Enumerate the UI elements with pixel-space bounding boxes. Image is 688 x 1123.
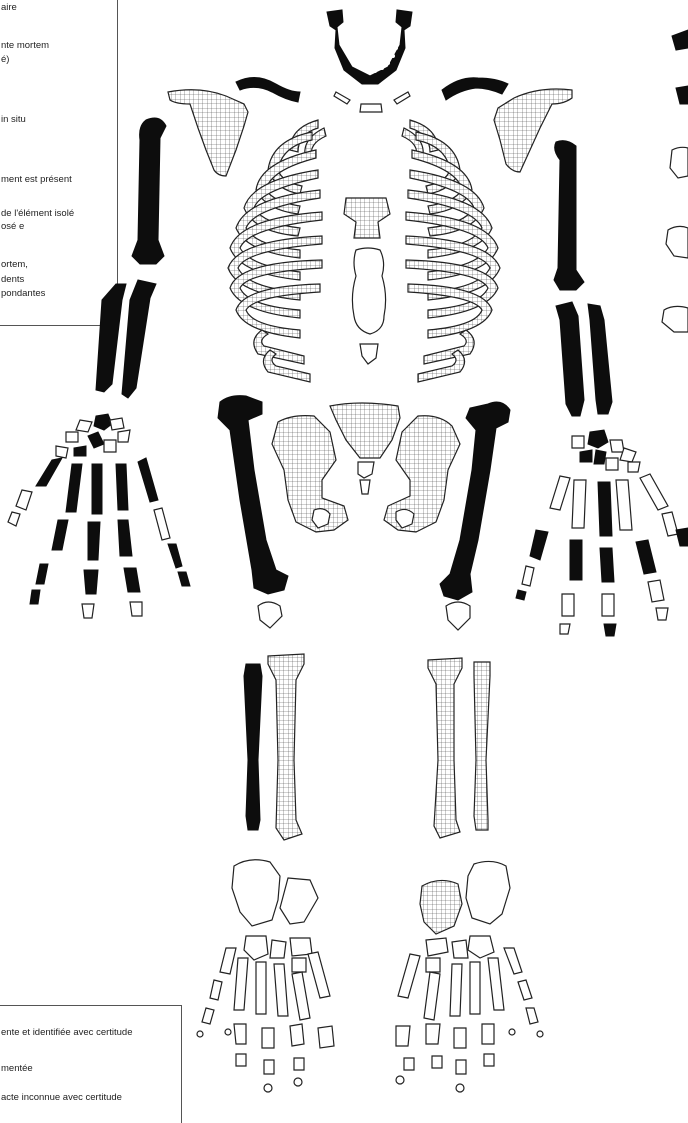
- sternum: [344, 198, 390, 364]
- hyoid-and-cervical: [334, 92, 410, 112]
- hand-right: [8, 414, 190, 618]
- tibia-left: [428, 658, 462, 838]
- mandible: [327, 10, 412, 84]
- foot-left: [396, 861, 543, 1092]
- patella-left: [446, 602, 470, 630]
- ulna-left: [588, 304, 612, 414]
- ulna-right: [122, 280, 156, 398]
- foot-right: [197, 860, 334, 1092]
- humerus-right: [132, 118, 166, 264]
- fibula-right: [244, 664, 262, 830]
- radius-left: [556, 302, 584, 416]
- ribs-right: [228, 120, 326, 382]
- tibia-right: [268, 654, 304, 840]
- humerus-left: [554, 141, 584, 290]
- ribs-left: [402, 120, 500, 382]
- pelvis: [272, 403, 460, 532]
- fibula-left: [474, 662, 490, 830]
- radius-right: [96, 284, 126, 392]
- hand-left: [516, 430, 688, 636]
- clavicle-right: [236, 77, 300, 102]
- cropped-right-edge-elements: [662, 30, 688, 332]
- patella-right: [258, 602, 282, 628]
- clavicle-left: [442, 78, 508, 100]
- scapula-right: [168, 90, 248, 176]
